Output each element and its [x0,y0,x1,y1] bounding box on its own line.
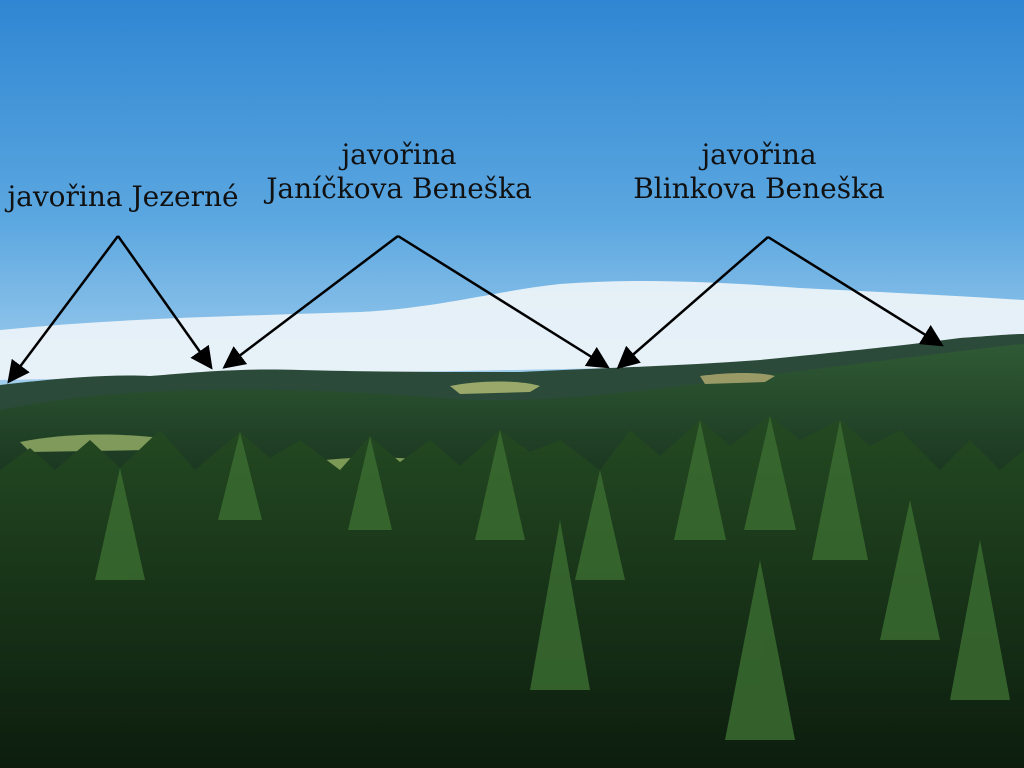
label-javorina-blinkova-beneska: javořina Blinkova Beneška [626,138,892,206]
meadow-patch [450,381,540,394]
label-line: javořina [701,138,817,171]
arrow-janickova-right [397,234,610,369]
label-line: Blinkova Beneška [633,172,885,205]
meadow-patch [700,373,775,384]
arrow-blinkova-left [616,236,769,369]
label-javorina-janickova-beneska: javořina Janíčkova Beneška [256,138,542,206]
label-line: Janíčkova Beneška [266,172,532,205]
forest-foreground [0,416,1024,768]
arrow-blinkova-right [767,235,944,347]
label-line: javořina [341,138,457,171]
arrow-jezerne-right [116,235,213,370]
tree-tops [95,416,1010,740]
annotation-arrows [7,234,944,384]
cloud-band [0,281,1024,380]
label-line: javořina Jezerné [7,180,239,213]
arrow-jezerne-left [7,235,119,384]
label-javorina-jezerne: javořina Jezerné [0,180,246,214]
arrow-janickova-left [222,235,399,369]
